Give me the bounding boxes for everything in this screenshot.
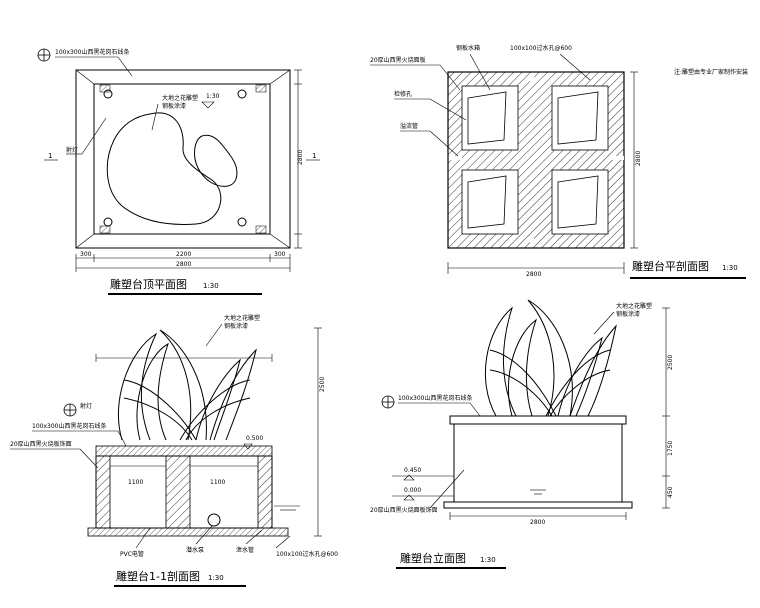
section-dim-height: 2500 [319,377,326,392]
elev-dim-lower-2: 450 [667,486,674,498]
callout-top-1: 大地之花雕塑 [224,314,260,322]
plan-section-view: 注:雕塑由专业厂家制作安装 20厚山西黑火烧面板 钢板水箱 100x100过水孔… [370,44,748,279]
callout-section-4: 检修孔 [394,90,412,98]
dim-bottom-b: 2200 [176,251,191,258]
callout-lamp: 射灯 [66,146,78,154]
callout-section-3: 100x100过水孔@600 [510,44,572,52]
section-mark-right: 1 [312,152,316,160]
callout-section-2: 钢板水箱 [456,44,480,52]
callout-edge: 100x300山西黑花岗石线条 [55,48,129,56]
plan-outer-border [75,69,291,249]
plan-inner-border [93,83,271,235]
lamp-icon [237,89,247,99]
level-1: 0.450 [404,467,421,474]
callout-cladding: 20厚山西黑火烧板饰面 [10,440,72,448]
section-scale-label: 1:30 [206,93,220,100]
callout-edge: 100x300山西黑花岗石线条 [32,422,106,430]
north-symbol-icon [63,403,77,417]
elev-dim-lower: 1750 [667,441,674,456]
section-title: 雕塑台1-1剖面图 [116,569,200,583]
pump-icon [207,513,221,527]
callout-drain: 泄水管 [236,546,254,554]
elev-callout-top-2: 钢板涂漆 [616,310,640,318]
dim-bottom-total: 2800 [176,261,191,268]
plan-top-title: 雕塑台顶平面图 [110,277,187,291]
elev-callout-cladding: 20厚山西黑火烧面板饰面 [370,506,438,514]
section-note: 注:雕塑由专业厂家制作安装 [674,68,748,76]
level-mark: 0.500 [246,435,263,442]
sculpture-base-blob [194,134,238,187]
plan-top-scale: 1:30 [203,282,219,290]
dim-bottom-c: 300 [274,251,286,258]
callout-holes: 100x100过水孔@600 [276,550,338,558]
callout-lamp: 射灯 [80,402,92,410]
dim-right: 2800 [297,150,304,165]
body-dim-left: 1100 [128,479,143,486]
body-dim-right: 1100 [210,479,225,486]
section-1-1-view: 1100 1100 2500 0.500 大地之花雕塑 钢板涂漆 射灯 100x… [10,314,338,587]
dim-bottom-a: 300 [80,251,92,258]
elev-dim-bottom: 2800 [530,519,545,526]
plan-top-view: 100x300山西黑花岗石线条 射灯 大地之花雕塑 钢板涂漆 1:30 1 1 … [37,48,320,295]
callout-pump: 潜水泵 [186,546,204,554]
callout-top-2: 钢板涂漆 [224,322,248,330]
plan-section-title: 雕塑台平剖面图 [632,259,709,273]
lamp-icon [103,217,113,227]
section-dim-bottom: 2800 [526,271,541,278]
elevation-view: 0.450 0.000 2500 1750 450 2800 大地之花雕塑 钢板… [370,299,674,569]
lamp-icon [103,89,113,99]
section-mark-left: 1 [48,152,52,160]
elevation-title: 雕塑台立面图 [400,551,466,565]
callout-sculpture-2: 钢板涂漆 [162,102,186,110]
callout-section-5: 溢流管 [400,122,418,130]
elev-dim-upper: 2500 [667,355,674,370]
callout-sculpture-1: 大地之花雕塑 [162,94,198,102]
elev-callout-edge: 100x300山西黑花岗石线条 [398,394,472,402]
north-symbol-icon [381,395,395,409]
lamp-icon [237,217,247,227]
level-2: 0.000 [404,487,421,494]
plan-section-scale: 1:30 [722,264,738,272]
elevation-scale: 1:30 [480,556,496,564]
north-symbol-icon [37,48,51,62]
elev-callout-top-1: 大地之花雕塑 [616,302,652,310]
sculpture-base-blob [106,112,222,225]
section-dim-right: 2800 [635,151,642,166]
section-scale: 1:30 [208,574,224,582]
callout-pipe: PVC电管 [120,550,144,558]
callout-section-1: 20厚山西黑火烧面板 [370,56,426,64]
